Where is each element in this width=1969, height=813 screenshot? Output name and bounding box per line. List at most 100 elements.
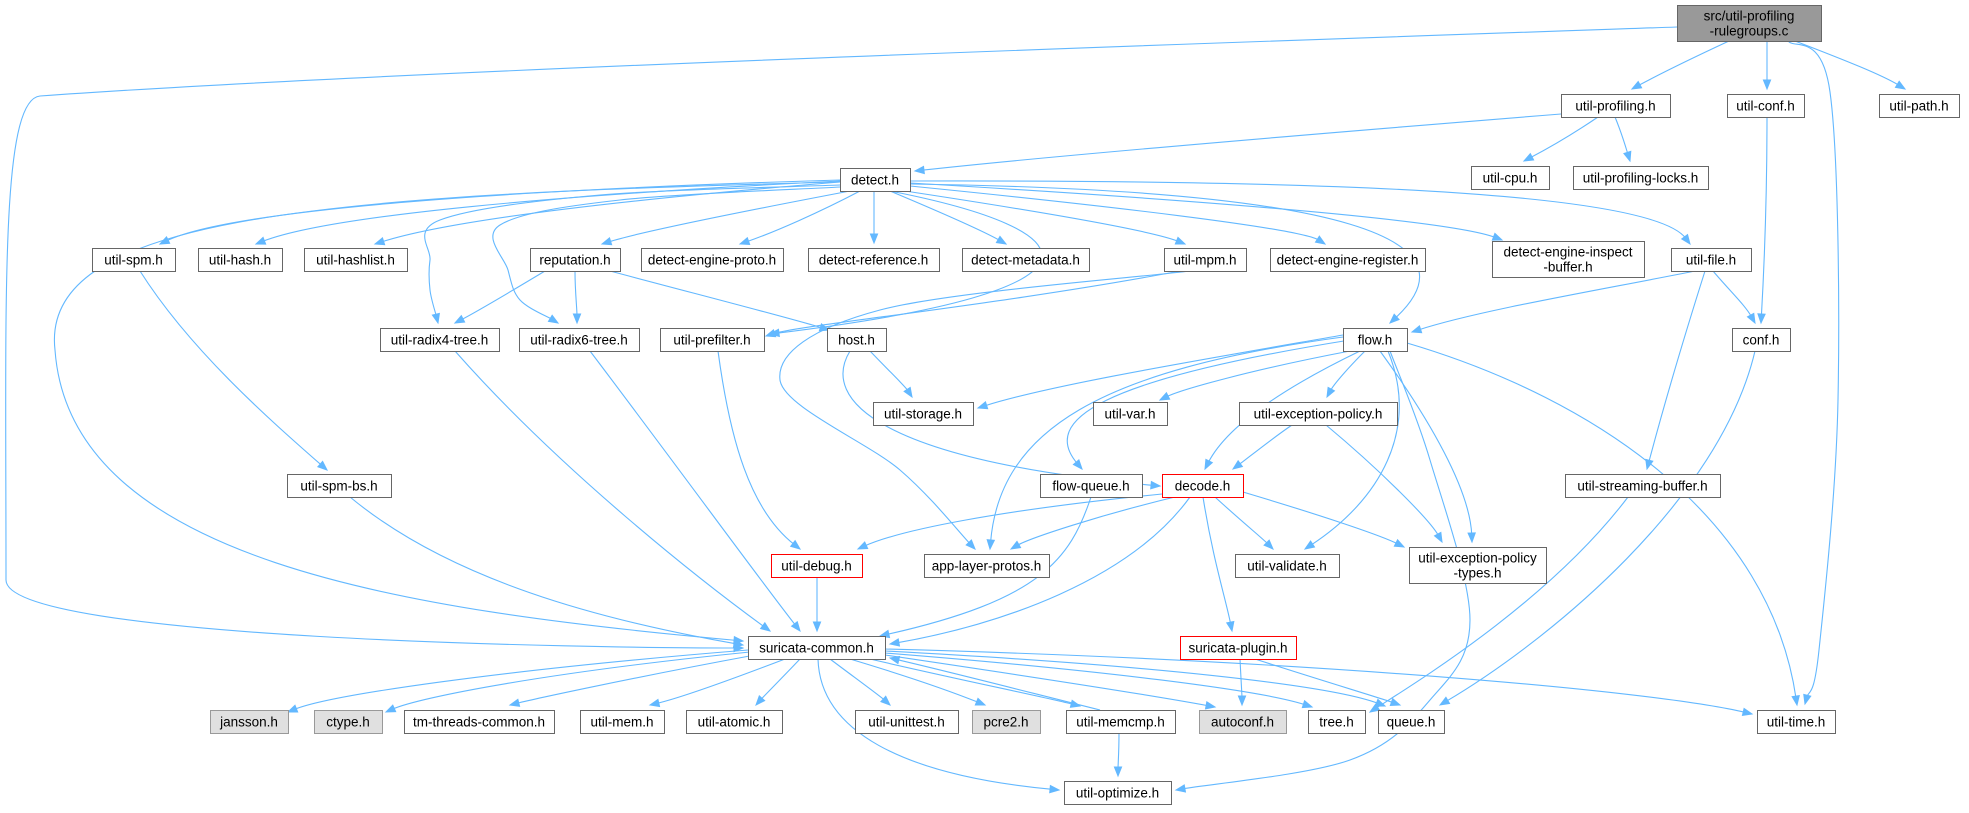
node-box[interactable] [1343,328,1408,352]
node-box[interactable] [304,248,408,272]
node-util-profiling-locks[interactable]: util-profiling-locks.h [1573,166,1709,190]
node-detect[interactable]: detect.h [840,168,911,192]
node-reputation[interactable]: reputation.h [530,248,621,272]
node-box[interactable] [404,710,555,734]
node-box[interactable] [748,636,886,660]
node-suricata-plugin[interactable]: suricata-plugin.h [1180,636,1297,660]
node-box[interactable] [1270,248,1426,272]
node-util-file[interactable]: util-file.h [1671,248,1752,272]
node-box[interactable] [1164,248,1247,272]
node-queue[interactable]: queue.h [1378,710,1445,734]
node-box[interactable] [855,710,959,734]
node-box[interactable] [827,328,887,352]
node-box[interactable] [1064,781,1172,805]
node-box[interactable] [530,248,621,272]
node-util-prefilter[interactable]: util-prefilter.h [660,328,765,352]
node-box[interactable] [1573,166,1709,190]
node-box[interactable] [1409,547,1547,584]
node-util-atomic[interactable]: util-atomic.h [686,710,783,734]
node-box[interactable] [660,328,765,352]
node-detect-engine-register[interactable]: detect-engine-register.h [1270,248,1426,272]
node-box[interactable] [1199,710,1287,734]
node-util-hash[interactable]: util-hash.h [198,248,283,272]
node-box[interactable] [380,328,500,352]
node-box[interactable] [1561,94,1671,118]
node-box[interactable] [198,248,283,272]
node-app-layer-protos[interactable]: app-layer-protos.h [924,554,1050,578]
node-box[interactable] [1093,402,1168,426]
node-box[interactable] [1180,636,1297,660]
node-box[interactable] [873,402,974,426]
node-util-streaming-buffer[interactable]: util-streaming-buffer.h [1565,474,1721,498]
node-util-time[interactable]: util-time.h [1757,710,1836,734]
node-util-conf[interactable]: util-conf.h [1727,94,1805,118]
node-box[interactable] [287,474,392,498]
node-suricata-common[interactable]: suricata-common.h [748,636,886,660]
node-util-spm-bs[interactable]: util-spm-bs.h [287,474,392,498]
node-box[interactable] [962,248,1090,272]
node-flow-queue[interactable]: flow-queue.h [1040,474,1143,498]
node-util-mem[interactable]: util-mem.h [580,710,665,734]
node-box[interactable] [210,710,289,734]
node-box[interactable] [1040,474,1143,498]
node-box[interactable] [1308,710,1366,734]
node-box[interactable] [1732,328,1791,352]
node-box[interactable] [1492,241,1645,278]
node-box[interactable] [1757,710,1836,734]
node-box[interactable] [1879,94,1960,118]
node-ctype[interactable]: ctype.h [314,710,383,734]
node-box[interactable] [1727,94,1805,118]
node-util-profiling[interactable]: util-profiling.h [1561,94,1671,118]
node-box[interactable] [1239,402,1398,426]
node-util-storage[interactable]: util-storage.h [873,402,974,426]
node-box[interactable] [1471,166,1550,190]
node-box[interactable] [771,554,863,578]
node-box[interactable] [972,710,1041,734]
node-autoconf[interactable]: autoconf.h [1199,710,1287,734]
node-util-mpm[interactable]: util-mpm.h [1164,248,1247,272]
node-box[interactable] [314,710,383,734]
node-box[interactable] [1162,474,1244,498]
node-box[interactable] [1671,248,1752,272]
node-decode[interactable]: decode.h [1162,474,1244,498]
node-conf[interactable]: conf.h [1732,328,1791,352]
node-util-path[interactable]: util-path.h [1879,94,1960,118]
node-box[interactable] [1066,710,1176,734]
node-box[interactable] [1235,554,1340,578]
node-detect-engine-proto[interactable]: detect-engine-proto.h [641,248,784,272]
node-util-spm[interactable]: util-spm.h [92,248,176,272]
node-util-validate[interactable]: util-validate.h [1235,554,1340,578]
node-box[interactable] [1677,5,1822,42]
node-util-radix4-tree[interactable]: util-radix4-tree.h [380,328,500,352]
node-util-exception-policy-types[interactable]: util-exception-policy-types.h [1409,547,1547,584]
node-util-optimize[interactable]: util-optimize.h [1064,781,1172,805]
node-box[interactable] [1565,474,1721,498]
node-util-radix6-tree[interactable]: util-radix6-tree.h [519,328,640,352]
node-pcre2[interactable]: pcre2.h [972,710,1041,734]
node-box[interactable] [1378,710,1445,734]
node-detect-metadata[interactable]: detect-metadata.h [962,248,1090,272]
node-util-hashlist[interactable]: util-hashlist.h [304,248,408,272]
node-util-memcmp[interactable]: util-memcmp.h [1066,710,1176,734]
node-box[interactable] [641,248,784,272]
node-util-debug[interactable]: util-debug.h [771,554,863,578]
node-tm-threads-common[interactable]: tm-threads-common.h [404,710,555,734]
node-detect-reference[interactable]: detect-reference.h [808,248,940,272]
node-box[interactable] [519,328,640,352]
node-util-unittest[interactable]: util-unittest.h [855,710,959,734]
node-util-exception-policy[interactable]: util-exception-policy.h [1239,402,1398,426]
node-host[interactable]: host.h [827,328,887,352]
node-box[interactable] [686,710,783,734]
node-jansson[interactable]: jansson.h [210,710,289,734]
node-root[interactable]: src/util-profiling-rulegroups.c [1677,5,1822,42]
node-box[interactable] [808,248,940,272]
node-tree[interactable]: tree.h [1308,710,1366,734]
node-detect-engine-inspect-buffer[interactable]: detect-engine-inspect-buffer.h [1492,241,1645,278]
node-box[interactable] [92,248,176,272]
node-box[interactable] [840,168,911,192]
node-box[interactable] [924,554,1050,578]
node-util-cpu[interactable]: util-cpu.h [1471,166,1550,190]
node-box[interactable] [580,710,665,734]
node-flow[interactable]: flow.h [1343,328,1408,352]
node-util-var[interactable]: util-var.h [1093,402,1168,426]
